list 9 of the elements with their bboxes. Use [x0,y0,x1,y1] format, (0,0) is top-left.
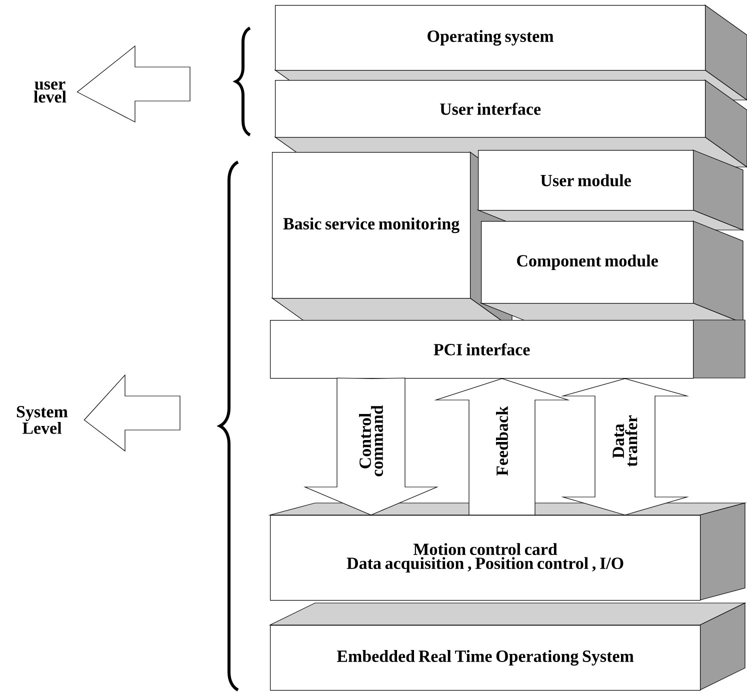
block-arrow [76,45,190,122]
block-arrow [560,378,690,516]
level-label: System Level [16,406,68,434]
block-arrow [304,378,438,516]
layer-box: PCI interface [270,320,746,379]
edge-label: Control command [359,405,383,476]
edge-label: Data tranfer [612,415,638,467]
level-label: user level [34,81,66,103]
edge-label: Feedback [496,406,508,476]
